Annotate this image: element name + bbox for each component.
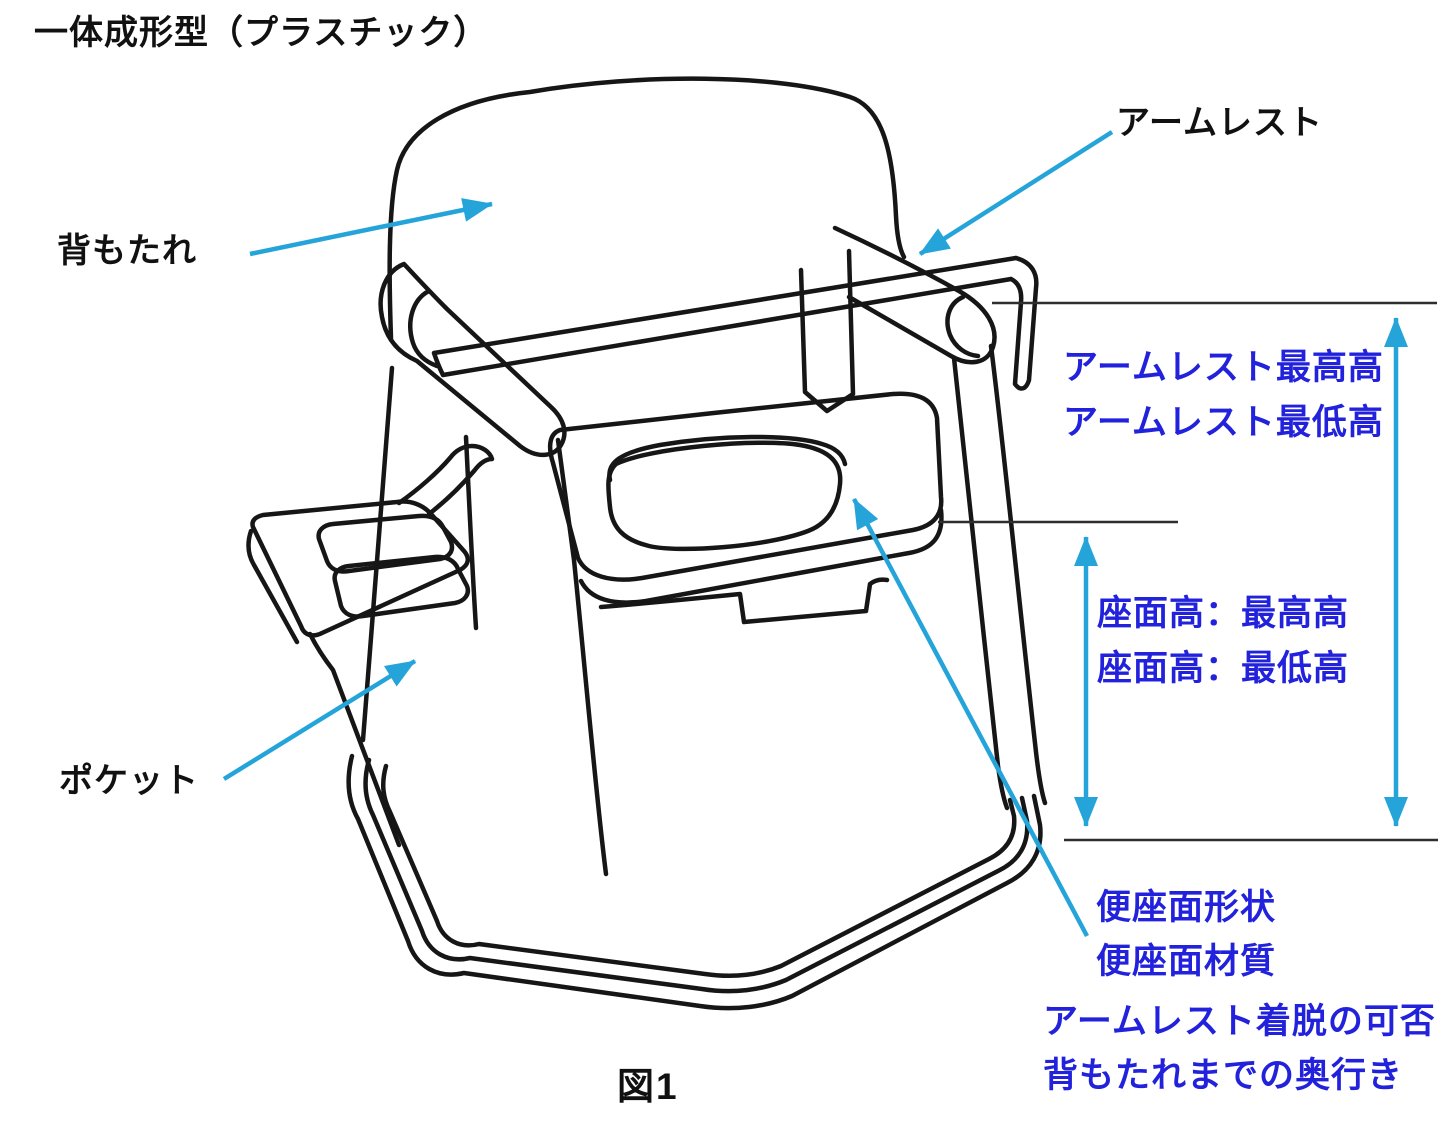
left-armrest	[378, 261, 567, 458]
seat-plate-thickness	[578, 507, 944, 605]
pocket-hinge-arm	[396, 443, 495, 517]
seat-hole-rim	[607, 434, 848, 483]
armrest-detachable-label: アームレスト着脱の可否	[1043, 1002, 1436, 1041]
figure-title: 一体成形型（プラスチック）	[34, 14, 489, 52]
toilet-seat-shape-label: 便座面形状	[1096, 888, 1277, 927]
chair-drawing	[246, 76, 1048, 1011]
armrest-min-height-label: アームレスト最低高	[1063, 403, 1384, 442]
right-armrest-cap-line	[945, 294, 981, 359]
base-outer	[346, 753, 1043, 1011]
armrest-leader-arrow	[918, 130, 1114, 256]
pocket-flap	[250, 499, 470, 638]
callout-arrows	[222, 130, 1408, 938]
toilet-seat-material-label: 便座面材質	[1096, 942, 1277, 981]
front-left-pillar	[463, 434, 479, 631]
seat-height-min-label: 座面高：最低高	[1097, 649, 1350, 688]
below-pocket-edges	[307, 631, 402, 848]
pocket-label: ポケット	[59, 762, 199, 800]
backrest-armrest-notch	[798, 248, 856, 414]
depth-to-backrest-label: 背もたれまでの奥行き	[1043, 1056, 1404, 1095]
pocket-recess-2	[332, 554, 471, 619]
backrest-shape	[387, 76, 907, 341]
reference-lines	[938, 301, 1438, 842]
left-armrest-cap-line	[408, 288, 440, 369]
seat-surface-leader-arrow	[852, 497, 1089, 938]
armrest-label: アームレスト	[1116, 104, 1323, 142]
pocket-flap-thickness	[246, 528, 300, 645]
seat-front-tab	[598, 577, 890, 625]
backrest-label: 背もたれ	[57, 232, 197, 270]
backrest-leader-arrow	[249, 198, 493, 257]
front-left-silhouette	[555, 437, 609, 877]
seat-height-max-label: 座面高：最高高	[1097, 594, 1350, 633]
seat-back-wall-right-corner	[1008, 255, 1039, 391]
left-body-edge	[360, 365, 395, 743]
pocket-leader-arrow	[222, 659, 417, 781]
armrest-max-height-label: アームレスト最高高	[1063, 348, 1384, 387]
seat-hole	[606, 440, 843, 552]
figure-caption: 図1	[617, 1066, 679, 1107]
right-support-post	[951, 343, 1048, 811]
base-middle	[363, 757, 1030, 994]
base-inner	[380, 763, 1017, 978]
